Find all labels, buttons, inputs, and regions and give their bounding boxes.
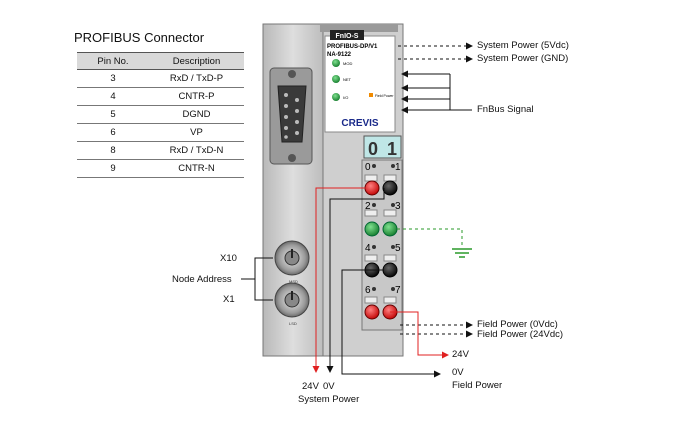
terminal-number-7: 7: [395, 285, 401, 296]
description-header: Description: [149, 52, 244, 70]
field-power-0v-wire: [341, 269, 441, 378]
description-cell: DGND: [149, 105, 244, 124]
fp-0v-label: 0V: [452, 367, 464, 378]
terminal-number-1: 1: [395, 162, 401, 173]
brand-logo: CREVIS: [341, 118, 379, 129]
net-led: [332, 75, 340, 83]
terminal-1-black: [382, 180, 398, 196]
system-power-0v-wire: [326, 188, 385, 373]
module-part: NA-9122: [327, 52, 352, 58]
terminal-6-red: [364, 304, 380, 320]
x10-label: X10: [220, 253, 237, 264]
description-cell: CNTR-N: [149, 159, 244, 178]
pin-cell: 3: [77, 69, 149, 88]
address-display: [363, 135, 402, 159]
terminal-number-6: 6: [365, 285, 371, 296]
terminal-0-red: [364, 180, 380, 196]
description-cell: VP: [149, 123, 244, 142]
module-type: PROFIBUS-DP/V1: [327, 44, 378, 50]
fp-field-power-label: Field Power: [452, 380, 503, 391]
model-badge: [330, 30, 364, 40]
terminal-number-0: 0: [365, 162, 371, 173]
display-digit-0: 0: [368, 139, 378, 159]
net-led-label: NET: [343, 77, 352, 82]
terminal-5-black: [382, 262, 398, 278]
terminal-slots: [364, 174, 397, 304]
pin-table-header: Pin No. Description: [77, 52, 244, 70]
pin-cell: 6: [77, 123, 149, 142]
pin-header: Pin No.: [77, 52, 149, 70]
mod-led-label: MOD: [343, 61, 352, 66]
sp-system-power-label: System Power: [298, 394, 360, 405]
terminal-number-4: 4: [365, 243, 371, 254]
system-power-24v-wire: [312, 187, 366, 373]
sp-24v-label: 24V: [302, 381, 319, 392]
terminal-2-green: [364, 221, 380, 237]
system-power-gnd-label: System Power (GND): [477, 53, 569, 64]
field-power-0v-label: Field Power (0Vdc): [477, 319, 558, 330]
field-power-led-label: Field Power: [375, 94, 394, 98]
description-cell: CNTR-P: [149, 87, 244, 106]
description-cell: RxD / TxD-N: [149, 141, 244, 160]
pin-cell: 4: [77, 87, 149, 106]
ground-connection: [397, 228, 472, 258]
db9-connector: [269, 67, 313, 165]
terminal-dots: [372, 164, 395, 291]
field-power-24v-label: Field Power (24Vdc): [477, 329, 564, 340]
pin-cell: 5: [77, 105, 149, 124]
x1-label: X1: [223, 294, 235, 305]
description-cell: RxD / TxD-P: [149, 69, 244, 88]
module-top-cap: [320, 24, 398, 32]
terminal-3-green: [382, 221, 398, 237]
model-name: FnIO-S: [336, 33, 359, 40]
connector-title: PROFIBUS Connector: [74, 30, 205, 45]
rotary-switch-x1[interactable]: [274, 282, 310, 318]
label-panel: [324, 35, 396, 133]
terminal-number-5: 5: [395, 243, 401, 254]
fp-24v-label: 24V: [452, 349, 469, 360]
io-led: [332, 93, 340, 101]
field-power-led: [369, 93, 373, 97]
pin-cell: 9: [77, 159, 149, 178]
system-power-5v-label: System Power (5Vdc): [477, 40, 569, 51]
fnbus-signal-label: FnBus Signal: [477, 104, 534, 115]
sp-0v-label: 0V: [323, 381, 335, 392]
switch-msd-label: MSD: [289, 279, 298, 284]
fnbus-arrows: [401, 70, 472, 114]
mod-led: [332, 59, 340, 67]
field-power-24v-wire: [390, 311, 449, 359]
terminal-number-3: 3: [395, 201, 401, 212]
terminal-number-2: 2: [365, 201, 371, 212]
rotary-switch-x10[interactable]: [274, 240, 310, 276]
switch-lsd-label: LSD: [289, 321, 297, 326]
node-address-label: Node Address: [172, 274, 232, 285]
io-led-label: I/O: [343, 95, 348, 100]
pin-cell: 8: [77, 141, 149, 160]
display-digit-1: 1: [387, 139, 397, 159]
